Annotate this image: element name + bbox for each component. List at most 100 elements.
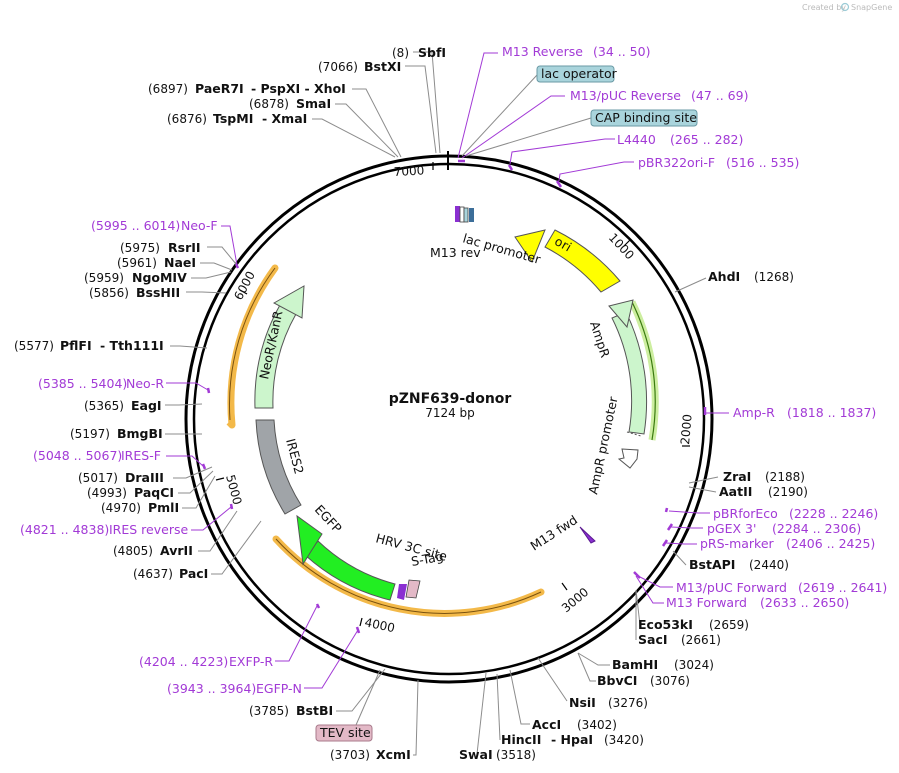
ampr-feature-arrowhead — [608, 299, 634, 329]
primer-labels: M13 Reverse (34 .. 50) M13/pUC Reverse (… — [20, 44, 887, 696]
tev-site-box — [315, 724, 373, 742]
site-pos-tspmi: (6876) — [167, 112, 207, 126]
right-site-labels: AhdI (1268) ZraI (2188) AatII (2190) Bst… — [459, 269, 808, 762]
primer-name-amp-r: Amp-R — [733, 405, 775, 420]
primer-mark-exfp-r — [315, 603, 321, 609]
primer-mark-prs — [661, 539, 669, 547]
primer-range-l4440: (265 .. 282) — [670, 132, 743, 147]
site-pos-ahdi: (1268) — [754, 270, 794, 284]
primer-range-prs-marker: (2406 .. 2425) — [786, 536, 875, 551]
site-name-naei: NaeI — [164, 255, 196, 270]
snapgene-credit: Created by SnapGene — [802, 2, 892, 12]
primer-name-exfp-r: EXFP-R — [229, 654, 273, 669]
primer-mark-l4440 — [507, 164, 514, 171]
primer-mark-pbrforeco — [664, 507, 669, 513]
ampr-label: AmpR — [587, 319, 613, 359]
tick-5000 — [215, 477, 225, 481]
lac-operator-mark — [463, 207, 469, 223]
ampr-promoter-arrow — [617, 448, 639, 469]
primer-range-pgex3: (2284 .. 2306) — [772, 521, 861, 536]
site-name-xcmi: XcmI — [376, 747, 411, 762]
primer-mark-pgex — [666, 523, 674, 531]
primer-mark-ires-rev — [229, 503, 234, 510]
site-pos-bstbi: (3785) — [249, 704, 289, 718]
tick-4000 — [359, 617, 363, 627]
site-name-rsrii: RsrII — [168, 240, 201, 255]
site-pos-paqci: (4993) — [87, 486, 127, 500]
site-pos-naei: (5961) — [117, 256, 157, 270]
site-pos-zrai: (2188) — [765, 470, 805, 484]
site-pos-acci: (3402) — [577, 718, 617, 732]
site-leader-lines — [165, 51, 719, 756]
egfp-feature-arrowhead — [296, 514, 323, 566]
site-name-acci: AccI — [532, 717, 561, 732]
m13-fwd-label: M13 fwd — [527, 512, 580, 553]
site-name-aatii: AatII — [719, 484, 752, 499]
primer-range-m13-puc-reverse: (47 .. 69) — [691, 88, 748, 103]
site-pos-rsrii: (5975) — [120, 241, 160, 255]
site-pos-bamhi: (3024) — [674, 658, 714, 672]
site-pos-bstxi: (7066) — [318, 60, 358, 74]
site-name-paer7i-extra: - PspXI - XhoI — [251, 81, 346, 96]
ampr-promoter-label: AmpR promoter — [585, 395, 621, 496]
site-name-zrai: ZraI — [723, 469, 751, 484]
credit-brand: SnapGene — [851, 3, 892, 12]
site-name-eco53ki: Eco53kI — [638, 617, 693, 632]
primer-name-pbr322ori: pBR322ori-F — [638, 155, 715, 170]
primer-name-m13-reverse: M13 Reverse — [502, 44, 583, 59]
primer-name-prs-marker: pRS-marker — [700, 536, 775, 551]
site-pos-xcmi: (3703) — [330, 748, 370, 762]
ori-feature-arrowhead — [514, 229, 546, 264]
site-pos-paci: (4637) — [133, 567, 173, 581]
site-name-paer7i: PaeR7I — [195, 81, 244, 96]
site-pos-ngomiv: (5959) — [84, 271, 124, 285]
tick-6000 — [239, 289, 248, 295]
primer-name-m13-forward: M13 Forward — [666, 595, 747, 610]
primer-range-pbrforeco: (2228 .. 2246) — [789, 506, 878, 521]
tick-label-3000: 3000 — [559, 585, 591, 615]
s-tag-label: S-Tag — [410, 549, 445, 569]
site-pos-swai: (3518) — [496, 748, 536, 762]
site-pos-smai: (6878) — [249, 97, 289, 111]
primer-range-amp-r: (1818 .. 1837) — [787, 405, 876, 420]
site-name-hincii-extra: - HpaI — [551, 732, 593, 747]
plasmid-length: 7124 bp — [425, 406, 475, 420]
tick-label-7000: 7000 — [393, 163, 424, 179]
primer-name-ires-reverse: IRES reverse — [109, 522, 188, 537]
site-name-bmgbi: BmgBI — [117, 426, 163, 441]
primer-name-pbrforeco: pBRforEco — [713, 506, 778, 521]
primer-name-m13-puc-reverse: M13/pUC Reverse — [570, 88, 681, 103]
neo-orange-arc-core — [229, 267, 276, 421]
primer-marks — [201, 159, 707, 634]
site-pos-nsii: (3276) — [608, 696, 648, 710]
site-name-pflfi-extra: - Tth111I — [100, 338, 164, 353]
tick-1000 — [623, 239, 631, 247]
boxed-labels: lac operator CAP binding site TEV site — [315, 65, 698, 742]
site-pos-saci: (2661) — [681, 633, 721, 647]
primer-mark-neo-r — [206, 387, 211, 394]
site-name-swai: SwaI — [459, 747, 493, 762]
primer-range-ires-f: (5048 .. 5067) — [33, 448, 122, 463]
primer-name-neo-f: Neo-F — [181, 218, 218, 233]
site-name-hincii: HincII — [501, 732, 541, 747]
primer-name-pgex3: pGEX 3' — [707, 521, 756, 536]
site-pos-bsshii: (5856) — [89, 286, 129, 300]
site-name-tspmi-extra: - XmaI — [262, 111, 307, 126]
site-pos-bbvci: (3076) — [650, 674, 690, 688]
primer-range-m13-puc-forward: (2619 .. 2641) — [798, 580, 887, 595]
s-tag-mark — [405, 579, 421, 599]
site-pos-eagi: (5365) — [84, 399, 124, 413]
tick-3000 — [561, 582, 568, 591]
primer-mark-ires-f — [201, 463, 207, 470]
ori-feature-body — [544, 229, 621, 293]
site-pos-aatii: (2190) — [768, 485, 808, 499]
primer-range-pbr322ori: (516 .. 535) — [726, 155, 799, 170]
site-name-nsii: NsiI — [569, 695, 596, 710]
primer-range-neo-r: (5385 .. 5404) — [38, 376, 127, 391]
left-site-labels: (8) SbfI (7066) BstXI (6897) PaeR7I - Ps… — [14, 45, 446, 762]
plasmid-name: pZNF639-donor — [389, 391, 512, 407]
m13-rev-mark — [455, 206, 460, 222]
site-name-eagi: EagI — [131, 398, 162, 413]
